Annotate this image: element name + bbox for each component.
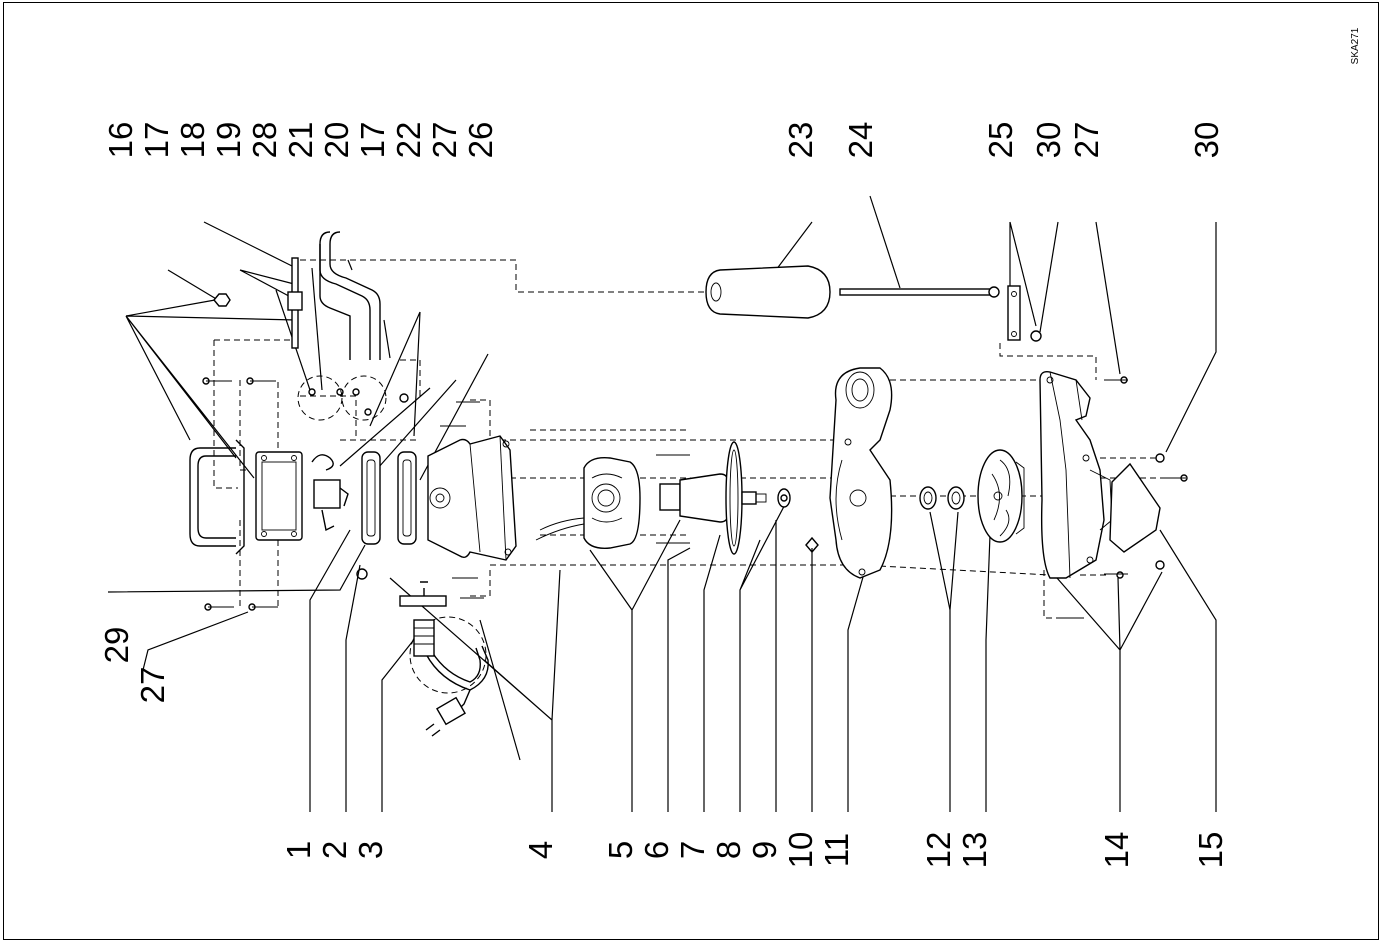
left-callouts: 29 27 [98, 627, 171, 704]
washer-and-nut [777, 488, 819, 554]
callout-20: 20 [318, 122, 355, 159]
callout-3: 3 [352, 841, 389, 859]
leader-lines [107, 195, 1217, 812]
switch-mechanism [311, 454, 349, 532]
callout-27c: 27 [134, 667, 171, 704]
callout-12: 12 [920, 832, 957, 869]
callout-5: 5 [602, 841, 639, 859]
callout-8: 8 [710, 841, 747, 859]
callout-30: 30 [1030, 122, 1067, 159]
strainer [1109, 462, 1161, 553]
screws [202, 376, 1188, 619]
callout-2: 2 [316, 841, 353, 859]
handle-part [189, 439, 245, 555]
callout-21: 21 [282, 122, 319, 159]
alignment-lines [213, 259, 1170, 619]
hex-nut [213, 293, 231, 307]
callout-10: 10 [782, 832, 819, 869]
callout-25: 25 [982, 122, 1019, 159]
rod-bracket [1007, 285, 1042, 342]
volute-body [829, 367, 893, 579]
switch-box [255, 451, 303, 541]
callout-16: 16 [102, 122, 139, 159]
callout-22: 22 [390, 122, 427, 159]
top-callouts: 16 17 18 19 28 21 20 17 22 27 26 23 24 2… [102, 122, 1225, 159]
callout-19: 19 [210, 122, 247, 159]
callout-17b: 17 [354, 122, 391, 159]
pump-base [1039, 370, 1113, 579]
callout-6: 6 [638, 841, 675, 859]
callout-26: 26 [462, 122, 499, 159]
float-rod [839, 286, 1000, 298]
callout-23: 23 [782, 122, 819, 159]
bottom-callouts: 1 2 3 4 5 6 7 8 9 10 11 12 13 14 15 [280, 832, 1229, 869]
drawing-code: SKA271 [1350, 27, 1361, 64]
callout-28: 28 [246, 122, 283, 159]
gaskets [356, 451, 417, 580]
impeller [977, 449, 1025, 543]
callout-27: 27 [426, 122, 463, 159]
motor-housing [427, 435, 517, 561]
drawing-frame [3, 2, 1379, 940]
callout-24: 24 [842, 122, 879, 159]
callout-7: 7 [674, 841, 711, 859]
bent-tube [319, 231, 381, 360]
switch-plunger [287, 257, 303, 349]
callout-17: 17 [138, 122, 175, 159]
float [705, 265, 831, 319]
callout-11: 11 [818, 833, 855, 867]
callout-15: 15 [1192, 832, 1229, 869]
callout-29: 29 [98, 627, 135, 664]
seals [919, 486, 965, 510]
rotor [659, 441, 767, 555]
callout-1: 1 [280, 841, 317, 859]
callout-27b: 27 [1068, 122, 1105, 159]
callout-9: 9 [746, 841, 783, 859]
callout-4: 4 [522, 841, 559, 859]
stator [535, 457, 641, 549]
callout-13: 13 [956, 832, 993, 869]
callout-30b: 30 [1188, 122, 1225, 159]
callout-14: 14 [1098, 832, 1135, 869]
callout-18: 18 [174, 122, 211, 159]
power-cord [399, 581, 489, 737]
